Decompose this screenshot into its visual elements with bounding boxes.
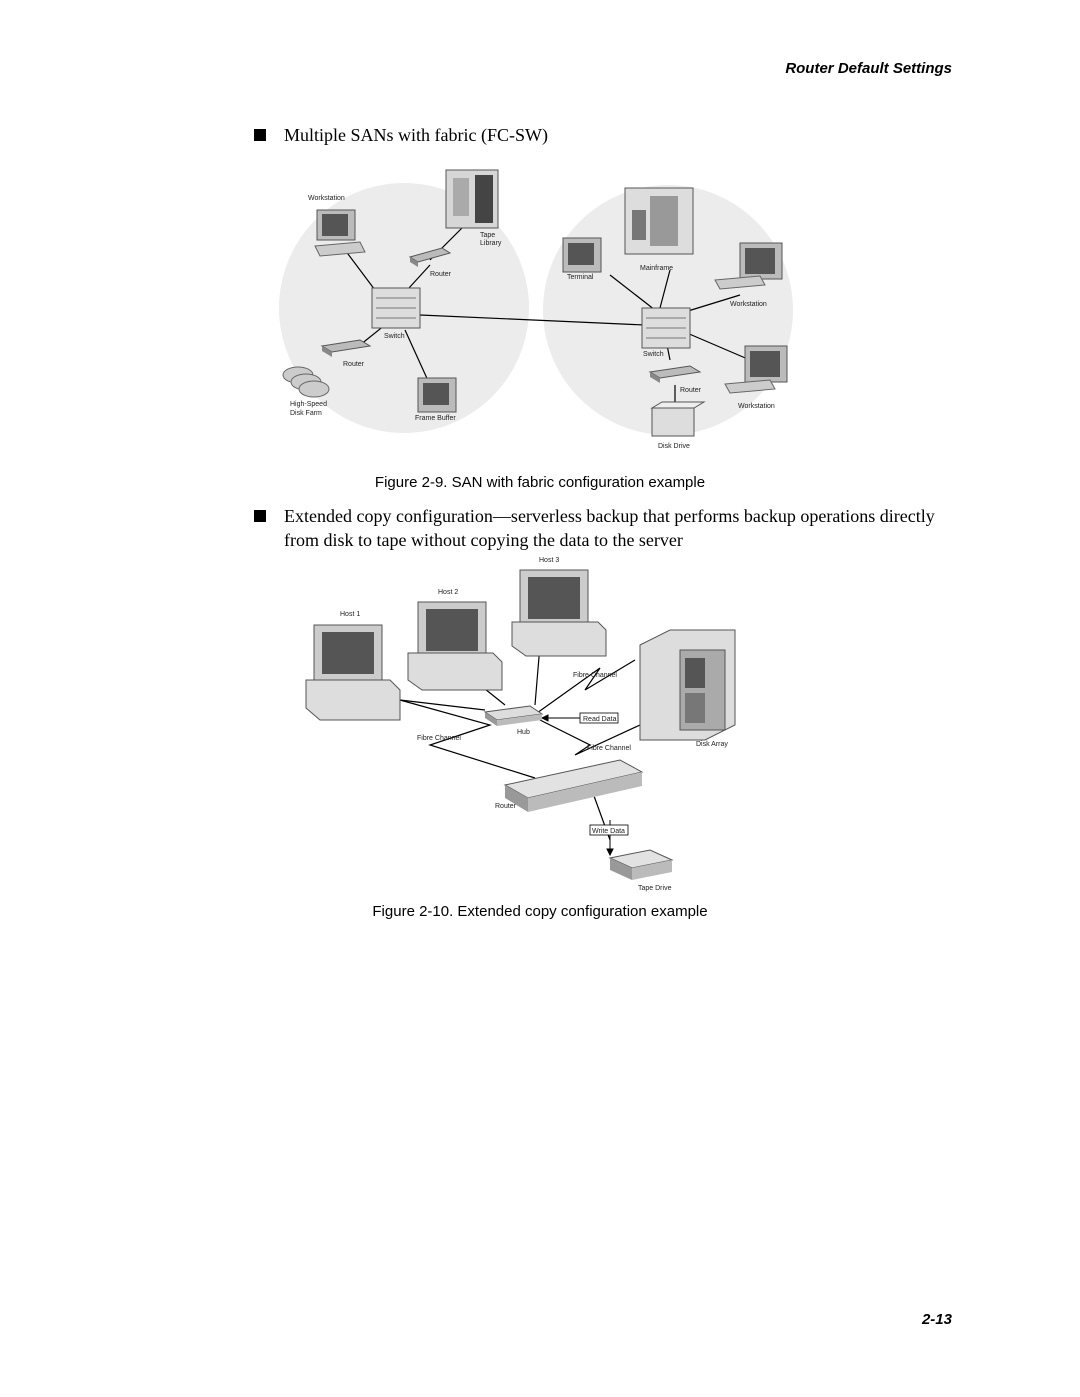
label-host1: Host 1: [340, 611, 360, 618]
host3-icon: [511, 569, 607, 657]
label-router: Router: [495, 803, 517, 810]
label-hub: Hub: [517, 729, 530, 736]
disk-farm-icon: [282, 366, 330, 398]
label-tape: Tape: [480, 232, 495, 239]
read-data-tag: Read Data: [579, 712, 619, 724]
label-router-left: Router: [343, 361, 365, 368]
label-disk-farm-1: High-Speed: [290, 401, 327, 408]
switch-right-icon: [641, 307, 691, 349]
router-left-icon: [320, 339, 372, 357]
label-mainframe: Mainframe: [640, 265, 673, 272]
terminal-icon: [562, 237, 602, 273]
running-head: Router Default Settings: [785, 60, 952, 77]
workstation-left-icon: [314, 209, 366, 257]
write-data-tag: Write Data: [589, 824, 629, 836]
tape-library-icon: [445, 169, 499, 229]
label-fibre-channel-left: Fibre Channel: [417, 735, 461, 742]
label-fibre-channel-mid: Fibre Channel: [587, 745, 631, 752]
host1-icon: [305, 624, 401, 721]
label-disk-array: Disk Array: [696, 741, 728, 748]
label-library: Library: [480, 240, 502, 247]
hub-icon: [483, 705, 544, 726]
page-number: 2-13: [921, 1311, 952, 1328]
label-switch-right: Switch: [643, 351, 664, 358]
frame-buffer-icon: [417, 377, 457, 413]
bullet-item: Multiple SANs with fabric (FC-SW): [254, 123, 954, 149]
label-tape-drive: Tape Drive: [638, 885, 672, 892]
bullet-item: Extended copy configuration—serverless b…: [254, 504, 954, 556]
figure-caption: Figure 2-10. Extended copy configuration…: [372, 903, 708, 920]
bullet-square-icon: [254, 129, 266, 141]
label-workstation-right-top: Workstation: [730, 301, 767, 308]
label-host3: Host 3: [539, 557, 559, 564]
host2-icon: [407, 601, 503, 691]
router-icon: [503, 759, 644, 812]
data-arrows: [540, 714, 614, 857]
label-terminal: Terminal: [567, 274, 594, 281]
switch-left-icon: [371, 287, 421, 329]
workstation-right-bottom-icon: [724, 345, 788, 394]
bullet-square-icon: [254, 510, 266, 522]
mainframe-icon: [624, 187, 694, 255]
label-host2: Host 2: [438, 589, 458, 596]
disk-array-icon: [639, 629, 736, 741]
label-frame-buffer: Frame Buffer: [415, 415, 456, 422]
label-disk-farm-2: Disk Farm: [290, 410, 322, 417]
label-read-data: Read Data: [583, 716, 617, 723]
label-write-data: Write Data: [592, 828, 625, 835]
bullet-text: Extended copy configuration—serverless b…: [284, 506, 935, 550]
disk-drive-icon: [650, 401, 706, 437]
label-router-right: Router: [680, 387, 702, 394]
label-switch-left: Switch: [384, 333, 405, 340]
figure-caption: Figure 2-9. SAN with fabric configuratio…: [374, 474, 706, 491]
label-workstation-right-bottom: Workstation: [738, 403, 775, 410]
label-workstation-left: Workstation: [308, 195, 345, 202]
label-router-top: Router: [430, 271, 452, 278]
san-fabric-diagram: Workstation Tape Library Router Switch R…: [279, 169, 793, 450]
tape-drive-icon: [608, 849, 674, 880]
router-top-icon: [408, 247, 452, 267]
extended-copy-diagram: Host 1 Host 2 Host 3 Fibre Channel Hub R…: [305, 557, 736, 892]
label-fibre-channel-top: Fibre Channel: [573, 672, 617, 679]
workstation-right-top-icon: [714, 242, 783, 290]
bullet-text: Multiple SANs with fabric (FC-SW): [284, 125, 548, 145]
router-right-icon: [648, 365, 702, 383]
label-disk-drive: Disk Drive: [658, 443, 690, 450]
